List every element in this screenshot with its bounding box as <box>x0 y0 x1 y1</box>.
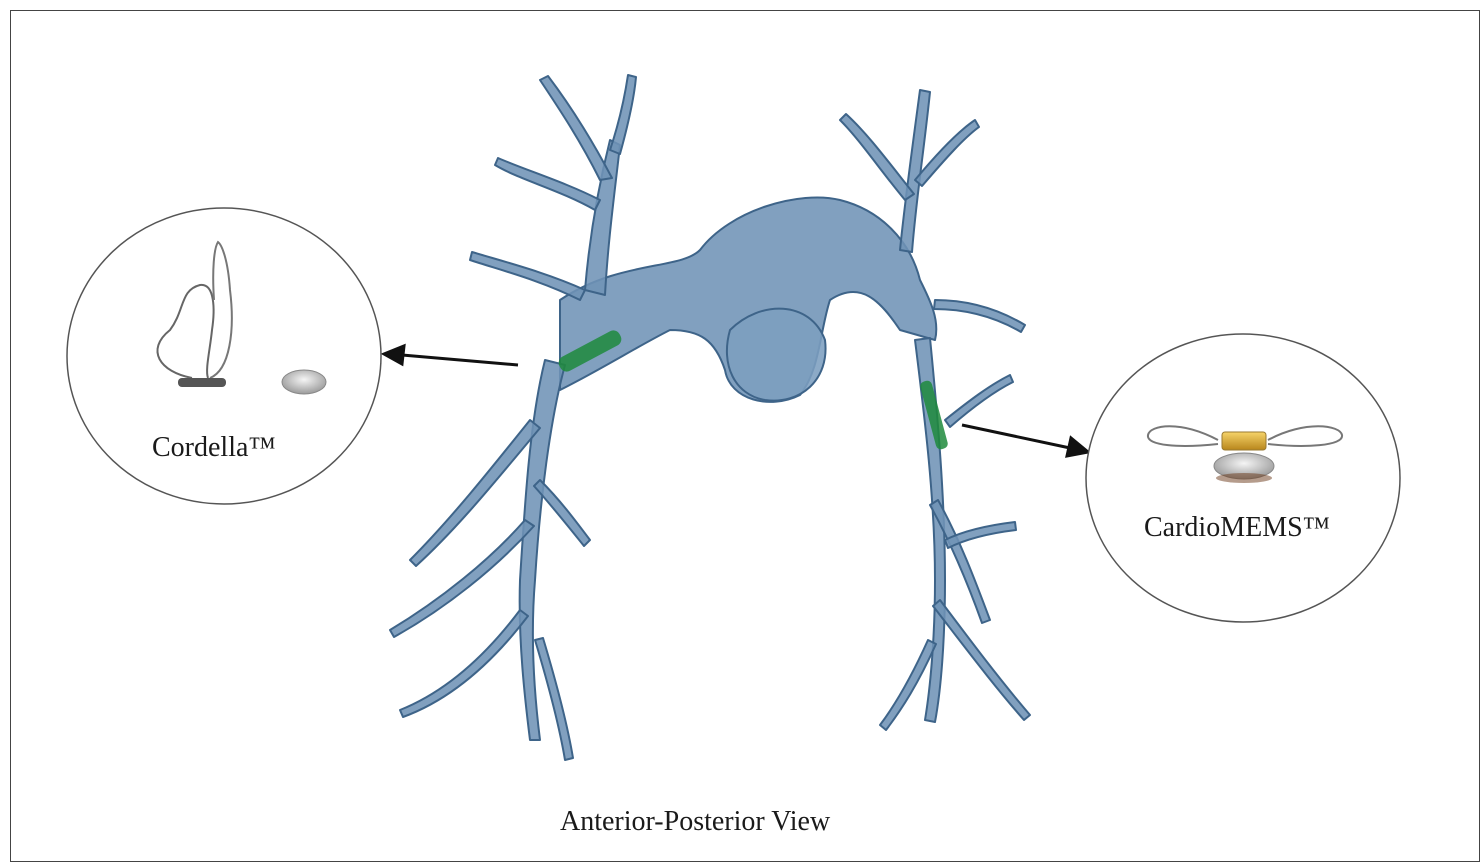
cardiomems-callout <box>1086 334 1400 622</box>
cardiomems-arrow <box>962 425 1088 456</box>
right-lower-branch-a <box>410 420 540 566</box>
right-upper-branch-2 <box>540 76 612 180</box>
coin-shadow <box>1216 473 1272 483</box>
view-caption: Anterior-Posterior View <box>560 806 830 838</box>
cordella-device-body <box>178 378 226 387</box>
left-upper-branch-2 <box>840 114 914 200</box>
right-upper-branch-4 <box>495 158 600 210</box>
right-upper-branch-3 <box>610 75 636 154</box>
left-lower-branch-e <box>945 522 1016 548</box>
coin-icon <box>282 370 326 394</box>
right-mid-branch <box>470 252 585 300</box>
cardiomems-sensor-body <box>1222 432 1266 450</box>
right-lower-branch-d <box>535 638 573 760</box>
left-lower-branch-d <box>945 375 1013 427</box>
trunk-bulge <box>727 309 826 401</box>
right-lower-branch-e <box>534 480 590 546</box>
cordella-arrow <box>384 346 518 365</box>
right-lower-branch-c <box>400 610 528 717</box>
cordella-label: Cordella™ <box>152 432 276 464</box>
left-mid-branch <box>934 300 1025 332</box>
right-lower-trunk <box>520 360 565 740</box>
cardiomems-label: CardioMEMS™ <box>1144 512 1330 544</box>
